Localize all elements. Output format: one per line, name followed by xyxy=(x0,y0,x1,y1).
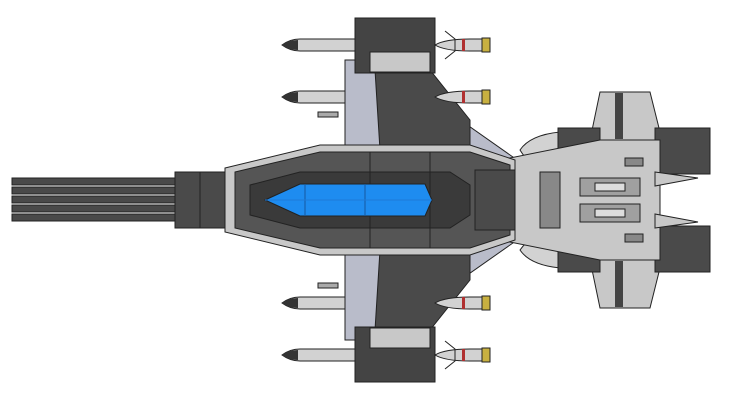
missile xyxy=(281,348,356,362)
canopy xyxy=(263,183,433,217)
wings xyxy=(344,59,522,341)
gatling-gun xyxy=(11,171,226,229)
bombs-right xyxy=(434,30,491,370)
missile xyxy=(281,38,356,52)
missiles-left xyxy=(281,38,356,362)
pylon-blocks xyxy=(354,17,436,383)
missile xyxy=(281,90,356,104)
missile xyxy=(281,296,356,310)
rear-section xyxy=(499,139,699,261)
rear-fins xyxy=(589,91,663,309)
sensor-stub xyxy=(317,282,339,289)
sensor-stub xyxy=(317,111,339,118)
